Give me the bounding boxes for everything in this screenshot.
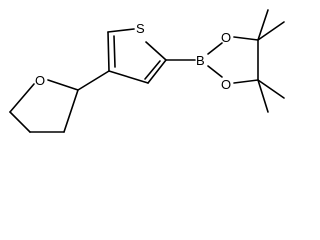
molecule-diagram: S B O O O (9, 9, 285, 133)
atom-oxygen-bottom: O (221, 77, 231, 92)
bond-b-o1 (207, 42, 223, 55)
bond-o1-c (233, 36, 259, 41)
bond-c2-c3 (147, 59, 167, 84)
dioxaborolane-ring (207, 9, 285, 113)
bond-methyl-1 (257, 21, 285, 41)
bond-thf-c3-c2 (63, 89, 79, 133)
bond-c4-c5-double (113, 35, 116, 68)
tetrahydrofuran-ring (9, 79, 79, 133)
bond-thf-c2-o (47, 79, 79, 91)
bond-c3-c4 (108, 70, 149, 84)
bond-c4-c5 (107, 31, 110, 72)
bond-c4-thf (77, 70, 110, 91)
bond-b-o2 (207, 65, 223, 78)
structure-svg: S B O O O (9, 9, 285, 133)
atom-oxygen-thf: O (35, 73, 45, 88)
bond-methyl-2 (257, 9, 269, 41)
bond-s-c2 (145, 41, 167, 61)
bond-c5-s (107, 28, 135, 33)
bond-methyl-4 (257, 79, 269, 113)
atom-oxygen-top: O (221, 30, 231, 45)
thiophene-ring (107, 28, 167, 84)
bond-thf-o-c5 (9, 83, 35, 113)
bond-o2-c (233, 79, 259, 84)
atom-boron: B (196, 53, 205, 68)
bond-methyl-3 (257, 79, 285, 99)
bond-c2-c3-double (144, 60, 161, 80)
atom-sulfur: S (136, 21, 145, 36)
bond-thf-c5-c4 (9, 111, 31, 133)
